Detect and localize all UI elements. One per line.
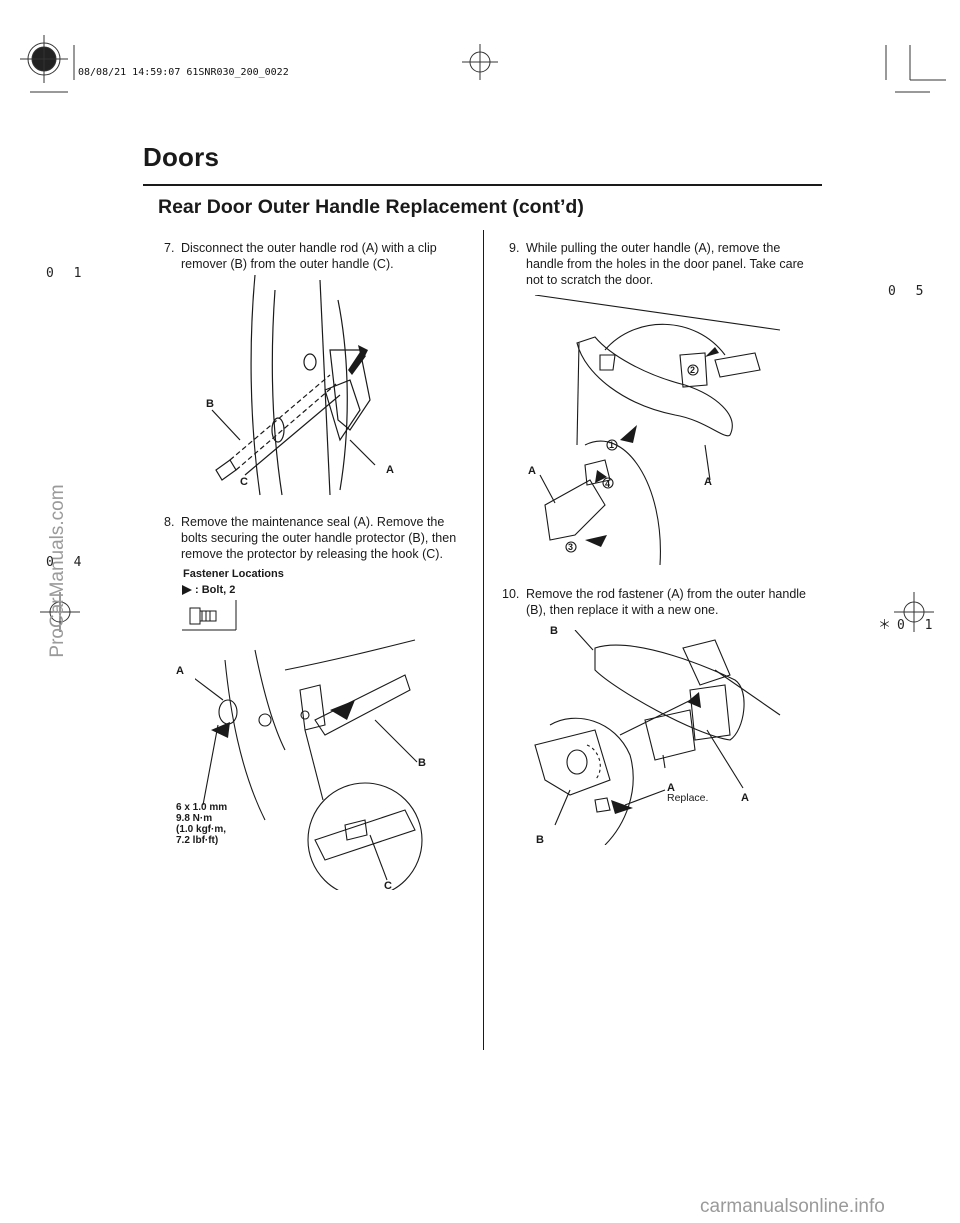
figure4-label-a-right: A [741,792,749,804]
figure4-label-b-bottom: B [536,834,544,846]
step-text: Remove the maintenance seal (A). Remove … [181,515,457,561]
figure-protector [195,630,435,890]
bolt-marker-icon [182,585,192,595]
torque-spec-line4: 7.2 lbf·ft) [176,835,219,846]
watermark-carmanualsonline: carmanualsonline.info [700,1196,885,1217]
figure3-step-4: 4 [605,479,611,489]
step-text: Disconnect the outer handle rod (A) with… [181,241,437,271]
margin-code-right-top: 0 5 [888,284,930,299]
figure2-label-b: B [418,757,426,769]
figure4-label-b-top: B [550,625,558,637]
torque-spec-line3: (1.0 kgf·m, [176,824,227,835]
fastener-item-bolt: : Bolt, 2 [195,584,236,596]
step-number: 8. [164,515,175,529]
figure3-label-a-left: A [528,465,536,477]
column-divider [483,230,484,1050]
torque-spec-line2: 9.8 N·m [176,813,213,824]
step-10: 10. Remove the rod fastener (A) from the… [502,586,807,620]
step-7: 7. Disconnect the outer handle rod (A) w… [164,240,464,274]
figure4-label-a-small: A [667,782,675,794]
step-text: Remove the rod fastener (A) from the out… [526,587,807,617]
figure1-label-b: B [206,398,214,410]
section-title: Doors [143,142,220,172]
figure-clip-remover [200,270,440,500]
figure1-label-a: A [386,464,394,476]
step-number: 10. [502,587,520,601]
step-9: 9. While pulling the outer handle (A), r… [509,240,809,290]
step-number: 7. [164,241,175,255]
figure2-label-c: C [384,880,392,892]
figure-rod-fastener [515,630,785,845]
step-number: 9. [509,241,520,255]
margin-code-left-top: 0 1 [46,266,88,281]
figure3-step-1: 1 [609,440,615,450]
figure4-replace-note: Replace. [667,792,709,804]
figure2-label-a: A [176,665,184,677]
watermark-procarmanuals: ProCarManuals.com [47,484,68,658]
step-text: While pulling the outer handle (A), remo… [526,241,804,287]
margin-code-right-bottom: ＊0 1 [878,618,939,633]
bolt-icon [182,600,237,631]
figure3-label-a-right: A [704,476,712,488]
figure3-step-3: 3 [568,542,574,552]
figure3-step-2: 2 [690,365,696,375]
figure1-label-c: C [240,476,248,488]
torque-spec-line1: 6 x 1.0 mm [176,802,228,813]
fastener-locations-title: Fastener Locations [183,568,284,580]
print-stamp: 08/08/21 14:59:07 61SNR030_200_0022 [78,67,289,78]
title-rule [143,184,822,186]
figure-handle-removal [515,295,785,565]
page-subtitle: Rear Door Outer Handle Replacement (cont… [158,196,584,218]
step-8: 8. Remove the maintenance seal (A). Remo… [164,514,469,564]
margin-code-left-bottom: 0 4 [46,555,88,570]
